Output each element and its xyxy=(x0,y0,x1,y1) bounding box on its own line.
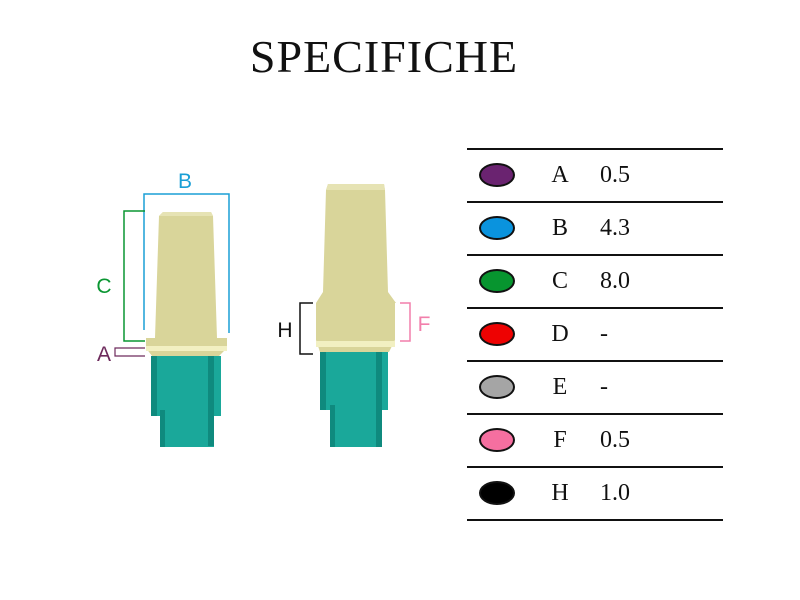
color-swatch-icon xyxy=(479,481,515,505)
left-connection-lower xyxy=(160,410,214,447)
spec-row: F 0.5 xyxy=(467,413,723,466)
spec-letter: D xyxy=(551,321,569,347)
spec-row: B 4.3 xyxy=(467,201,723,254)
left-body xyxy=(155,212,217,338)
left-abutment xyxy=(146,212,227,447)
spec-row: H 1.0 xyxy=(467,466,723,521)
spec-letter: B xyxy=(551,215,568,241)
right-body xyxy=(316,184,396,303)
spec-value: 4.3 xyxy=(600,215,630,241)
dim-f-label: F xyxy=(418,313,431,336)
color-swatch-icon xyxy=(479,163,515,187)
spec-letter: F xyxy=(553,427,567,453)
page-title: SPECIFICHE xyxy=(249,31,519,82)
color-swatch-icon xyxy=(479,216,515,240)
spec-row: A 0.5 xyxy=(467,148,723,201)
color-swatch-icon xyxy=(479,428,515,452)
dim-c-label: C xyxy=(96,275,111,298)
right-connection-lower xyxy=(330,405,382,447)
spec-value: - xyxy=(600,321,608,347)
dim-c-bracket xyxy=(123,210,145,342)
right-abutment xyxy=(316,184,396,447)
dim-a-bracket xyxy=(114,347,145,357)
dim-b-bracket xyxy=(143,193,230,333)
spec-value: 0.5 xyxy=(600,162,630,188)
spec-letter: C xyxy=(551,268,568,294)
color-swatch-icon xyxy=(479,269,515,293)
color-swatch-icon xyxy=(479,322,515,346)
right-collar xyxy=(316,303,395,352)
spec-value: 0.5 xyxy=(600,427,630,453)
spec-letter: A xyxy=(551,162,569,188)
spec-row: D - xyxy=(467,307,723,360)
spec-value: - xyxy=(600,374,608,400)
dim-a-label: A xyxy=(97,343,111,366)
spec-row: C 8.0 xyxy=(467,254,723,307)
dim-f-bracket xyxy=(400,302,411,342)
spec-row: E - xyxy=(467,360,723,413)
dim-h-bracket xyxy=(299,302,313,355)
dim-h-label: H xyxy=(277,319,292,342)
spec-letter: E xyxy=(552,374,568,400)
dim-b-label: B xyxy=(178,170,192,193)
spec-table: A 0.5 B 4.3 C 8.0 D - E - F 0.5 H 1.0 xyxy=(467,148,723,521)
spec-letter: H xyxy=(551,480,569,506)
spec-value: 1.0 xyxy=(600,480,630,506)
color-swatch-icon xyxy=(479,375,515,399)
spec-value: 8.0 xyxy=(600,268,630,294)
